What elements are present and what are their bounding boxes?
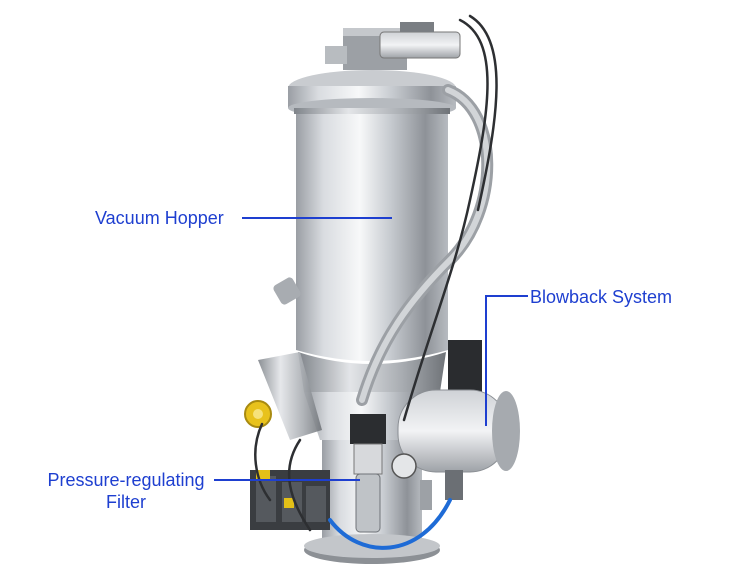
blowback-drum: [397, 340, 520, 500]
label-vacuum-hopper: Vacuum Hopper: [95, 208, 224, 228]
hopper-lid: [288, 70, 456, 118]
vacuum-hopper-body: [273, 114, 448, 361]
label-pressure-regulating-filter: Pressure-regulating Filter: [38, 469, 214, 513]
top-actuator: [325, 22, 461, 70]
label-filter-line2: Filter: [106, 492, 146, 512]
pressure-gauge: [244, 400, 272, 428]
leader-blowback-system: [485, 295, 528, 426]
leader-lines: [214, 217, 528, 481]
label-blowback-system: Blowback System: [530, 287, 673, 307]
filter-regulator: [350, 414, 432, 533]
hoses: [254, 14, 498, 550]
label-filter-line1: Pressure-regulating: [47, 470, 205, 490]
